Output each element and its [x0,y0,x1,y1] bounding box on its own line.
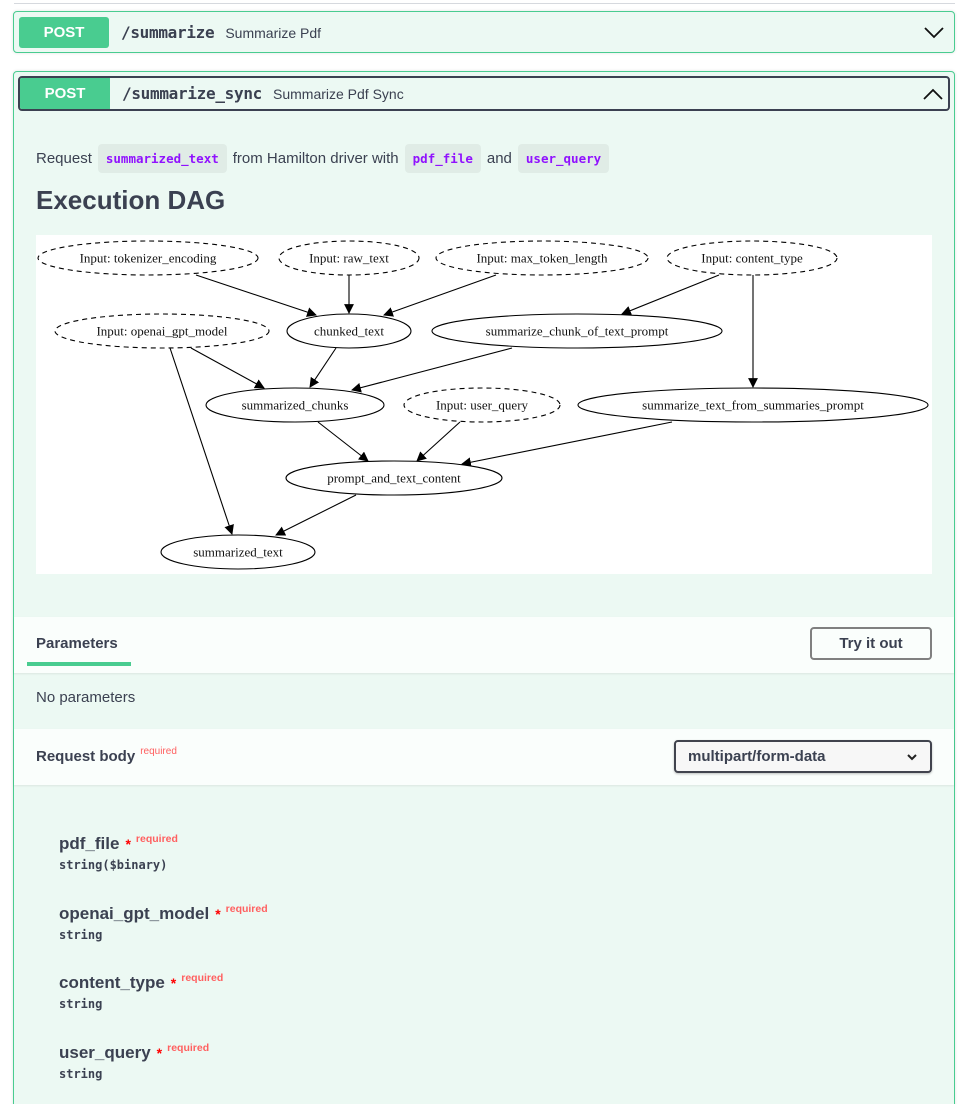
property-content-type: content_type * required string [59,972,268,1043]
required-marker: required [140,746,177,757]
dag-graph: Input: tokenizer_encoding Input: raw_text… [37,240,929,570]
dag-edge [195,274,317,317]
dag-edge [351,347,513,393]
no-parameters-text: No parameters [36,689,136,706]
request-body-header: Request body required multipart/form-data [14,729,954,785]
property-name: openai_gpt_model [59,903,210,923]
required-label: required [181,972,224,984]
svg-text:summarized_text: summarized_text [193,545,283,560]
request-body-title: Request body required [36,746,177,765]
request-body-properties: pdf_file * required string($binary) openai… [59,833,268,1104]
svg-text:Input: max_token_length: Input: max_token_length [476,251,608,266]
code-user-query: user_query [517,144,610,173]
dag-node-summarized-chunks: summarized_chunks [205,387,385,423]
svg-text:summarize_text_from_summaries_: summarize_text_from_summaries_prompt [642,398,864,413]
try-it-out-button[interactable]: Try it out [810,627,932,660]
svg-text:summarized_chunks: summarized_chunks [242,398,349,413]
content-type-select[interactable]: multipart/form-data [674,740,932,773]
svg-text:chunked_text: chunked_text [314,324,384,339]
description-text: from Hamilton driver with [232,150,399,167]
request-body-label: Request body [36,748,136,765]
required-label: required [135,833,178,845]
property-type: string [59,997,103,1011]
svg-text:Input: tokenizer_encoding: Input: tokenizer_encoding [80,251,217,266]
content-type-value: multipart/form-data [688,748,826,765]
top-divider [14,3,955,4]
dag-node-content-type: Input: content_type [666,240,838,276]
required-label: required [167,1041,210,1054]
dag-edge [190,347,265,389]
tab-parameters[interactable]: Parameters [36,635,118,652]
svg-text:Input: user_query: Input: user_query [436,398,529,413]
chevron-up-icon[interactable] [922,83,944,105]
dag-edge [416,421,461,462]
property-type: string [59,927,103,942]
required-star: * [215,905,221,922]
property-name: user_query [59,1042,151,1062]
description-text: and [486,150,512,167]
dag-node-openai-gpt-model: Input: openai_gpt_model [54,313,270,349]
endpoint-summary: Summarize Pdf [225,24,322,41]
dag-edge [461,421,673,468]
property-name: pdf_file [59,834,120,853]
operation-summary-summarize[interactable]: POST /summarize Summarize Pdf [19,17,949,48]
dag-edge [309,347,337,388]
dag-node-max-token-length: Input: max_token_length [435,240,649,276]
dag-node-summarize-text-from-summaries-prompt: summarize_text_from_summaries_prompt [577,387,929,423]
dag-edge [169,347,234,535]
dag-node-user-query: Input: user_query [403,387,561,423]
operation-summarize-sync: POST /summarize_sync Summarize Pdf Sync … [13,71,955,1104]
property-type: string($binary) [59,858,168,872]
property-openai-gpt-model: openai_gpt_model * required string [59,902,268,974]
execution-dag-diagram: Input: tokenizer_encoding Input: raw_text… [36,235,932,574]
dag-node-summarize-chunk-of-text-prompt: summarize_chunk_of_text_prompt [431,313,723,349]
endpoint-path: /summarize [121,23,215,42]
description-text: Request [36,150,92,167]
parameters-header: Parameters Try it out [14,617,954,673]
method-badge: POST [20,78,110,109]
svg-text:summarize_chunk_of_text_prompt: summarize_chunk_of_text_prompt [486,324,669,339]
dag-edge [383,274,497,317]
operation-summary-summarize-sync[interactable]: POST /summarize_sync Summarize Pdf Sync [18,76,950,111]
svg-text:Input: openai_gpt_model: Input: openai_gpt_model [96,324,227,339]
dag-edge [621,274,720,316]
dag-edge [317,421,369,462]
property-type: string [59,1066,103,1081]
dag-node-prompt-and-text-content: prompt_and_text_content [285,460,503,496]
svg-text:Input: raw_text: Input: raw_text [309,251,389,266]
endpoint-summary: Summarize Pdf Sync [273,85,404,102]
method-badge: POST [19,17,109,48]
code-pdf-file: pdf_file [404,144,481,173]
chevron-down-icon[interactable] [923,22,945,44]
code-summarized-text: summarized_text [97,144,227,173]
operation-summarize: POST /summarize Summarize Pdf [13,11,955,53]
active-tab-indicator [27,662,131,666]
required-star: * [156,1044,163,1061]
dag-node-chunked-text: chunked_text [286,313,412,349]
property-user-query: user_query * required string [59,1041,268,1104]
property-pdf-file: pdf_file * required string($binary) [59,833,268,904]
endpoint-path: /summarize_sync [122,84,262,103]
dag-node-tokenizer-encoding: Input: tokenizer_encoding [37,240,259,276]
dag-edge [275,494,357,536]
svg-text:Input: content_type: Input: content_type [701,251,803,266]
svg-text:prompt_and_text_content: prompt_and_text_content [327,471,461,486]
operation-description: Request summarized_text from Hamilton dr… [36,144,615,173]
dag-node-summarized-text: summarized_text [160,534,316,570]
required-star: * [170,975,177,991]
chevron-down-icon [906,748,918,765]
required-star: * [125,836,131,852]
dag-heading: Execution DAG [36,185,226,215]
required-label: required [225,902,268,915]
property-name: content_type [59,973,165,992]
dag-node-raw-text: Input: raw_text [278,240,420,276]
